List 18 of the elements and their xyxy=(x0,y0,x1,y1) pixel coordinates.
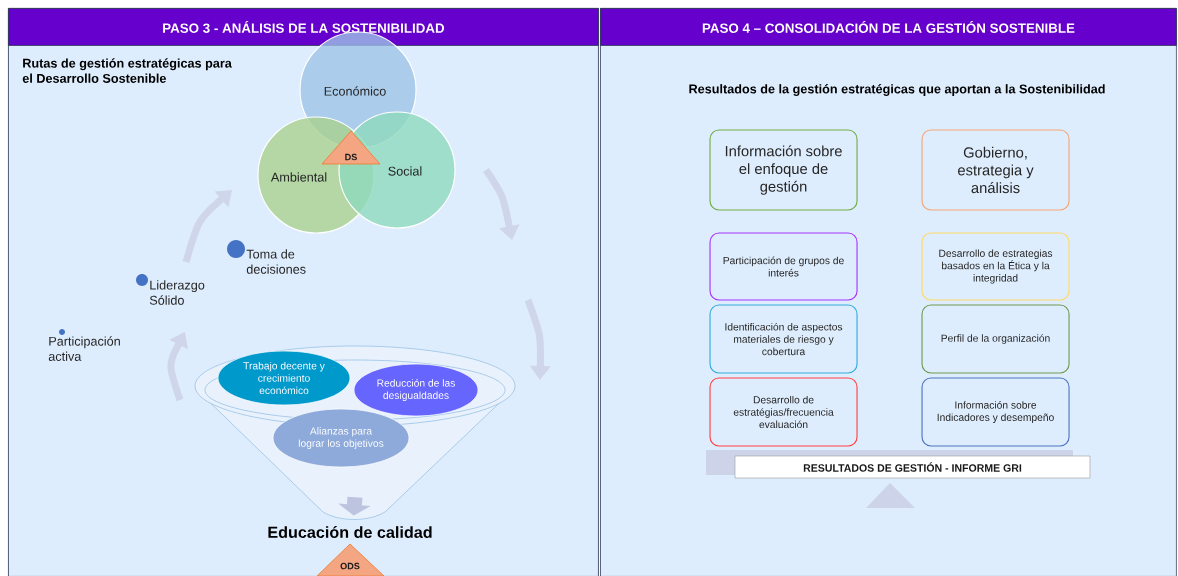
heading-text: Resultados de la gestión estratégicas que aportan a la Sostenibilidad xyxy=(689,84,1105,96)
panel-header: PASO 4 – CONSOLIDACIÓN DE LA GESTIÓN SOSTENIBLE xyxy=(600,8,1177,46)
panel-header: PASO 3 - ANÁLISIS DE LA SOSTENIBILIDAD xyxy=(8,8,599,46)
dot-marker xyxy=(227,240,245,258)
rounded-box: Desarrollo de estrategias basados en la Ética y la integridad xyxy=(921,232,1070,301)
rounded-box: Información sobre el enfoque de gestión xyxy=(709,129,858,211)
label-box: RESULTADOS DE GESTIÓN - INFORME GRI xyxy=(734,455,1091,479)
dot-label: Participación activa xyxy=(48,336,120,361)
rounded-box: Gobierno, estrategia y análisis xyxy=(921,129,1070,211)
rounded-box: Perfil de la organización xyxy=(921,304,1070,374)
rounded-box: Información sobre Indicadores y desempeño xyxy=(921,377,1070,447)
caption-text: Educación de calidad xyxy=(268,526,432,538)
rounded-box: Desarrollo de estratégias/frecuencia evaluación xyxy=(709,377,858,447)
rounded-box: Participación de grupos de interés xyxy=(709,232,858,301)
heading-text: Rutas de gestión estratégicas para el Desarrollo Sostenible xyxy=(22,58,232,83)
dot-label: Toma de decisiones xyxy=(246,249,306,274)
rounded-box: Identificación de aspectos materiales de riesgo y cobertura xyxy=(709,304,858,374)
dot-label: Liderazgo Sólido xyxy=(149,280,205,305)
